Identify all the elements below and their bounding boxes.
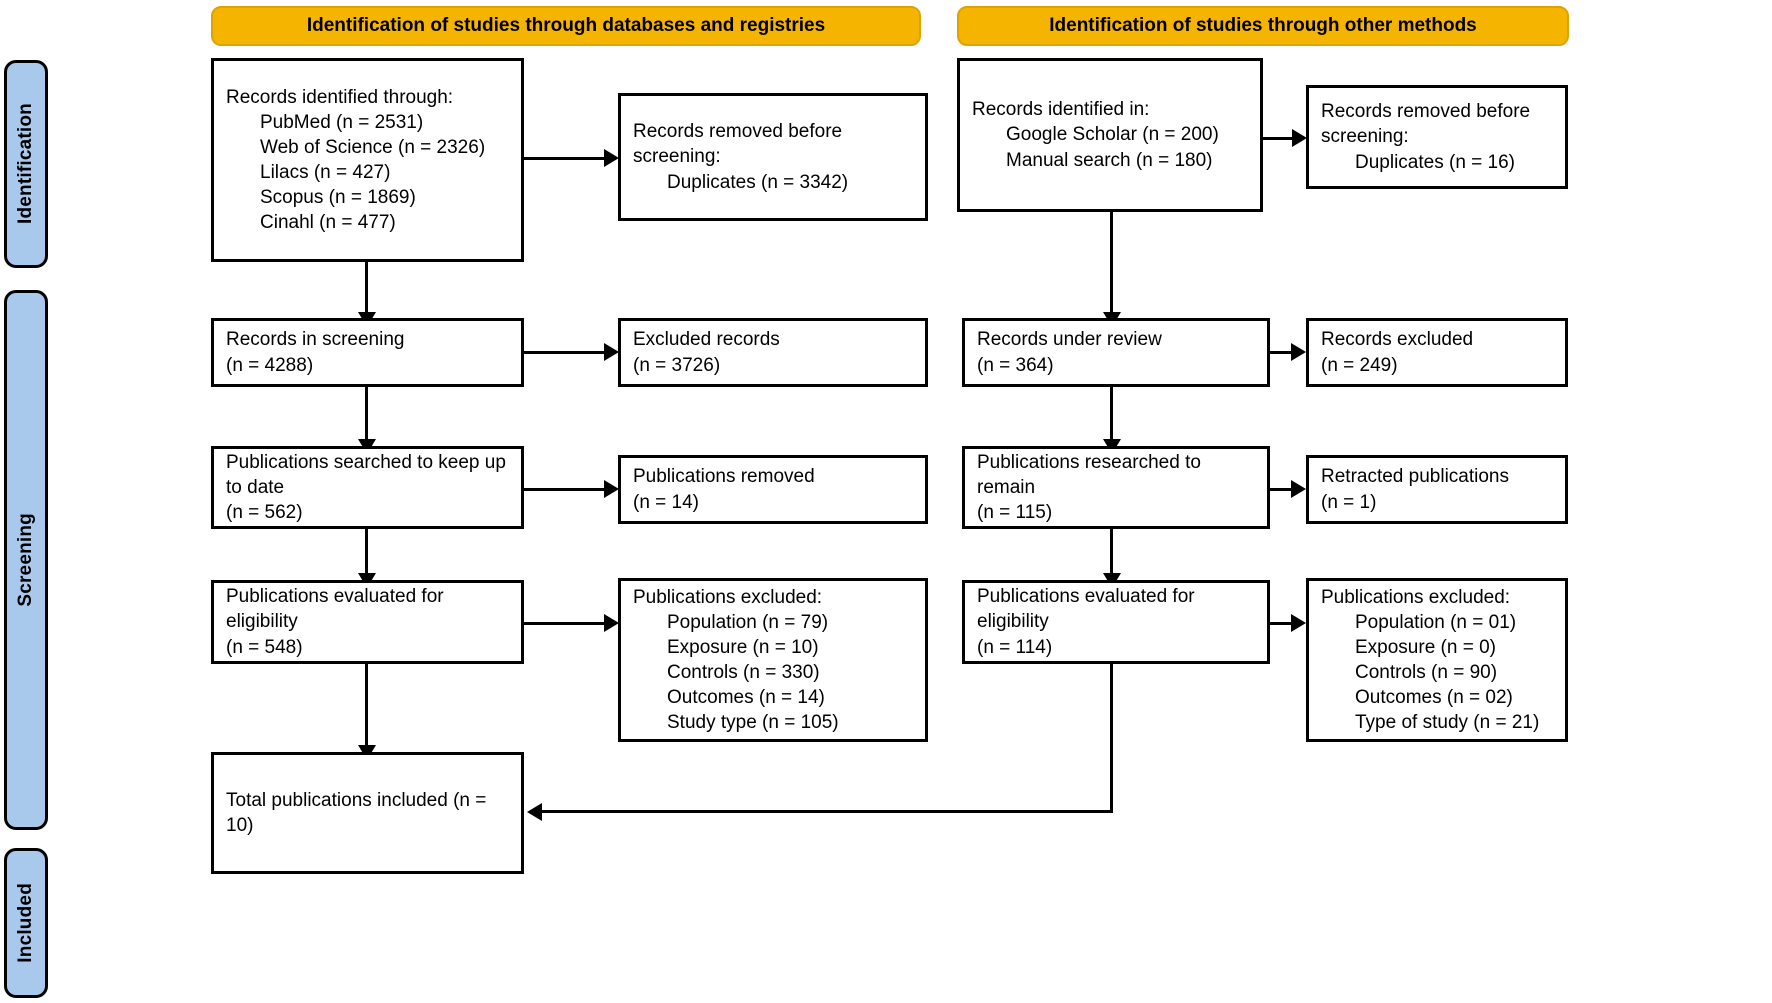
arrowhead-identified-to-removed (604, 149, 619, 167)
connector-evaluated-right-to-total (542, 810, 1113, 813)
connector-identified-other-to-removed (1263, 137, 1295, 140)
connector-screening-to-searched (365, 387, 368, 439)
records-in-screening-count: (n = 4288) (226, 354, 314, 376)
records-identified-item-lilacs: Lilacs (n = 427) (260, 162, 391, 183)
box-records-identified-databases: Records identified through: PubMed (n = … (211, 58, 524, 262)
stage-identification-label: Identification (15, 103, 36, 225)
publications-searched-count: (n = 562) (226, 502, 303, 524)
connector-review-to-researched (1110, 387, 1113, 439)
records-under-review-title: Records under review (977, 329, 1162, 351)
connector-identified-other-to-review (1110, 212, 1113, 312)
arrowhead-screening-to-excluded (604, 343, 619, 361)
records-identified-item-web-of-science: Web of Science (n = 2326) (260, 136, 486, 158)
publications-excluded-left-item-outcomes: Outcomes (n = 14) (667, 687, 825, 709)
box-retracted-publications: Retracted publications (n = 1) (1306, 455, 1568, 524)
publications-researched-count: (n = 115) (977, 502, 1053, 524)
publications-evaluated-left-title: Publications evaluated for eligibility (226, 586, 444, 633)
publications-excluded-right-item-type-of-study: Type of study (n = 21) (1355, 712, 1540, 734)
publications-researched-title: Publications researched to remain (977, 451, 1201, 498)
connector-identified-to-removed (524, 157, 604, 160)
records-excluded-right-title: Records excluded (1321, 329, 1474, 351)
arrowhead-identified-other-to-removed (1292, 129, 1307, 147)
stage-screening-label: Screening (15, 513, 36, 607)
publications-excluded-left-item-exposure: Exposure (n = 10) (667, 636, 819, 658)
connector-researched-to-retracted (1270, 488, 1292, 491)
header-databases-registries-label: Identification of studies through databa… (306, 15, 826, 36)
connector-researched-to-evaluated (1110, 529, 1113, 573)
box-records-in-screening: Records in screening (n = 4288) (211, 318, 524, 387)
records-identified-item-cinahl: Cinahl (n = 477) (260, 212, 396, 234)
connector-evaluated-to-excluded-right (1270, 622, 1292, 625)
box-publications-evaluated-left: Publications evaluated for eligibility (… (211, 580, 524, 664)
arrowhead-researched-to-retracted (1291, 480, 1306, 498)
stage-screening: Screening (4, 290, 48, 830)
arrowhead-searched-to-removed (604, 480, 619, 498)
publications-excluded-left-item-study-type: Study type (n = 105) (667, 712, 839, 734)
connector-review-to-excluded (1270, 351, 1292, 354)
box-publications-removed: Publications removed (n = 14) (618, 455, 928, 524)
records-identified-other-title: Records identified in: (972, 99, 1150, 121)
publications-excluded-right-item-outcomes: Outcomes (n = 02) (1355, 687, 1513, 709)
excluded-records-count: (n = 3726) (633, 354, 721, 376)
box-excluded-records: Excluded records (n = 3726) (618, 318, 928, 387)
publications-evaluated-left-count: (n = 548) (226, 636, 303, 658)
publications-evaluated-right-count: (n = 114) (977, 636, 1053, 658)
publications-excluded-right-title: Publications excluded: (1321, 586, 1511, 608)
publications-excluded-right-item-exposure: Exposure (n = 0) (1355, 636, 1496, 658)
stage-identification: Identification (4, 60, 48, 268)
connector-evaluated-to-excluded-left (524, 622, 604, 625)
box-records-removed-other: Records removed before screening: Duplic… (1306, 85, 1568, 189)
box-records-removed-databases: Records removed before screening: Duplic… (618, 93, 928, 221)
publications-evaluated-right-title: Publications evaluated for eligibility (977, 586, 1195, 633)
box-publications-evaluated-right: Publications evaluated for eligibility (… (962, 580, 1270, 664)
publications-excluded-left-item-population: Population (n = 79) (667, 611, 829, 633)
connector-identified-to-screening (365, 262, 368, 312)
publications-excluded-left-title: Publications excluded: (633, 586, 823, 608)
records-in-screening-title: Records in screening (226, 329, 405, 351)
header-other-methods-label: Identification of studies through other … (1049, 15, 1477, 36)
connector-searched-to-evaluated (365, 529, 368, 573)
box-records-under-review: Records under review (n = 364) (962, 318, 1270, 387)
publications-excluded-right-item-population: Population (n = 01) (1355, 611, 1517, 633)
connector-screening-to-excluded (524, 351, 604, 354)
box-publications-researched-remain: Publications researched to remain (n = 1… (962, 446, 1270, 529)
arrowhead-evaluated-to-excluded-left (604, 614, 619, 632)
retracted-publications-count: (n = 1) (1321, 491, 1377, 513)
records-removed-other-title: Records removed before screening: (1321, 101, 1531, 148)
box-total-publications-included: Total publications included (n = 10) (211, 752, 524, 874)
publications-searched-title: Publications searched to keep up to date (226, 451, 506, 498)
records-identified-item-scopus: Scopus (n = 1869) (260, 187, 416, 209)
records-removed-title: Records removed before screening: (633, 121, 843, 168)
publications-excluded-right-item-controls: Controls (n = 90) (1355, 662, 1498, 683)
connector-evaluated-right-down (1110, 664, 1113, 813)
box-publications-excluded-right: Publications excluded: Population (n = 0… (1306, 578, 1568, 742)
arrowhead-evaluated-to-excluded-right (1291, 614, 1306, 632)
records-identified-other-item-google-scholar: Google Scholar (n = 200) (1006, 124, 1219, 146)
stage-included: Included (4, 848, 48, 998)
box-records-identified-other: Records identified in: Google Scholar (n… (957, 58, 1263, 212)
arrowhead-review-to-excluded (1291, 343, 1306, 361)
header-other-methods: Identification of studies through other … (957, 6, 1569, 46)
connector-evaluated-to-total (365, 664, 368, 745)
records-identified-other-item-manual-search: Manual search (n = 180) (1006, 149, 1213, 171)
records-identified-item-pubmed: PubMed (n = 2531) (260, 111, 424, 133)
box-records-excluded-right: Records excluded (n = 249) (1306, 318, 1568, 387)
publications-excluded-left-item-controls: Controls (n = 330) (667, 662, 820, 683)
records-removed-other-item-duplicates: Duplicates (n = 16) (1355, 151, 1515, 173)
header-databases-registries: Identification of studies through databa… (211, 6, 921, 46)
records-removed-item-duplicates: Duplicates (n = 3342) (667, 171, 849, 193)
records-under-review-count: (n = 364) (977, 354, 1054, 376)
stage-included-label: Included (15, 883, 36, 963)
arrowhead-right-to-total (527, 803, 542, 821)
publications-removed-title: Publications removed (633, 466, 815, 488)
excluded-records-title: Excluded records (633, 329, 780, 351)
box-publications-searched-keep-up: Publications searched to keep up to date… (211, 446, 524, 529)
records-excluded-right-count: (n = 249) (1321, 354, 1398, 376)
box-publications-excluded-left: Publications excluded: Population (n = 7… (618, 578, 928, 742)
records-identified-title: Records identified through: (226, 86, 454, 108)
connector-searched-to-removed (524, 488, 604, 491)
publications-removed-count: (n = 14) (633, 491, 700, 513)
total-publications-included-text: Total publications included (n = 10) (226, 789, 487, 836)
retracted-publications-title: Retracted publications (1321, 466, 1509, 488)
